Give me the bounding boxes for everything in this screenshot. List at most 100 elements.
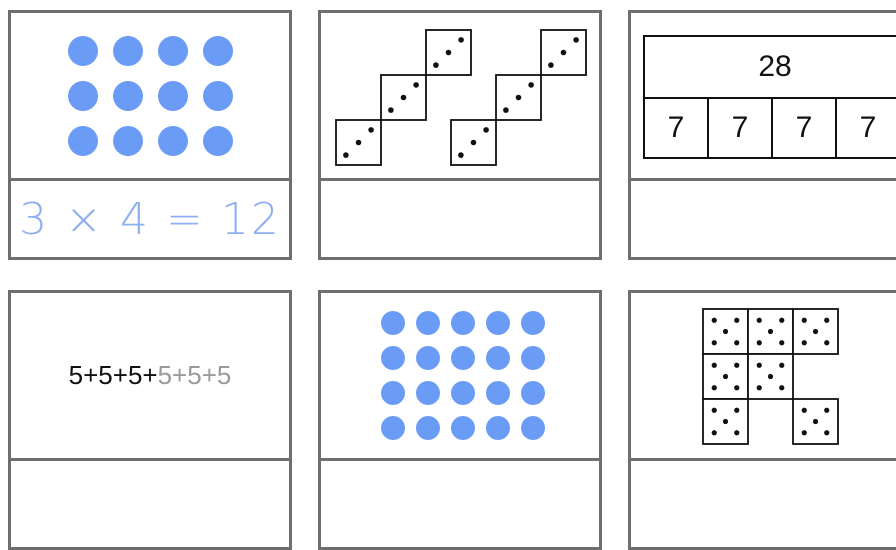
- blue-dot: [203, 36, 233, 66]
- die-pip: [802, 318, 807, 323]
- die-pip: [757, 340, 762, 345]
- bar-model-part: 7: [643, 97, 709, 159]
- die-pip: [561, 50, 567, 56]
- die-pip: [824, 408, 829, 413]
- die-pip: [813, 329, 818, 334]
- die-face: [451, 120, 496, 165]
- die-face: [541, 30, 586, 75]
- dot-array-3x4: [11, 13, 289, 178]
- die-pip: [712, 430, 717, 435]
- die-pip: [458, 152, 464, 158]
- answer-area: [321, 181, 599, 257]
- blue-dot: [521, 416, 545, 440]
- expression-faded-part: 5+5+5: [158, 360, 232, 390]
- die-pip: [368, 127, 374, 133]
- die-pip: [734, 430, 739, 435]
- die-pip: [734, 318, 739, 323]
- die-pip: [446, 50, 452, 56]
- answer-area: [321, 461, 599, 537]
- blue-dot: [521, 381, 545, 405]
- blue-dot: [381, 416, 405, 440]
- die-pip: [343, 152, 349, 158]
- answer-area: [11, 461, 289, 537]
- dice-staircase-picture: [321, 13, 599, 178]
- blue-dot: [451, 311, 475, 335]
- die-pip: [779, 385, 784, 390]
- blue-dot: [416, 381, 440, 405]
- die-face: [703, 354, 748, 399]
- blue-dot: [486, 346, 510, 370]
- blue-dot: [521, 311, 545, 335]
- die-pip: [723, 374, 728, 379]
- die-pip: [768, 374, 773, 379]
- die-pip: [813, 419, 818, 424]
- die-pip: [712, 408, 717, 413]
- die-pip: [433, 62, 439, 68]
- card-dot-array-4x5: [318, 290, 602, 550]
- dice-grid-picture: [631, 293, 896, 458]
- die-pip: [388, 107, 394, 113]
- blue-dot: [68, 126, 98, 156]
- blue-dot: [158, 126, 188, 156]
- repeated-addition-expression: 5+5+5+5+5+5: [69, 360, 232, 391]
- die-face: [748, 309, 793, 354]
- die-pip: [573, 37, 579, 43]
- die-pip: [723, 419, 728, 424]
- die-pip: [471, 140, 477, 146]
- blue-dot: [486, 416, 510, 440]
- die-pip: [757, 385, 762, 390]
- die-pip: [802, 408, 807, 413]
- die-pip: [548, 62, 554, 68]
- die-face: [703, 399, 748, 444]
- blue-dot: [203, 81, 233, 111]
- blue-dot: [158, 36, 188, 66]
- die-pip: [734, 385, 739, 390]
- die-pip: [712, 363, 717, 368]
- blue-dot: [381, 346, 405, 370]
- die-pip: [458, 37, 464, 43]
- die-pip: [734, 340, 739, 345]
- bar-model-part: 7: [835, 97, 896, 159]
- die-pip: [824, 430, 829, 435]
- die-pip: [483, 127, 489, 133]
- die-pip: [824, 340, 829, 345]
- die-pip: [757, 363, 762, 368]
- expression-area: 5+5+5+5+5+5: [11, 293, 289, 458]
- die-pip: [712, 385, 717, 390]
- blue-dot: [68, 36, 98, 66]
- blue-dot: [451, 346, 475, 370]
- blue-dot: [113, 36, 143, 66]
- blue-dot: [451, 381, 475, 405]
- die-face: [426, 30, 471, 75]
- blue-dot: [416, 311, 440, 335]
- die-pip: [757, 318, 762, 323]
- card-dot-array-3x4: 3 × 4 = 12: [8, 10, 292, 260]
- bar-model-part: 7: [707, 97, 773, 159]
- blue-dot: [451, 416, 475, 440]
- blue-dot: [486, 311, 510, 335]
- die-pip: [401, 95, 407, 101]
- blue-dot: [113, 81, 143, 111]
- card-repeated-addition: 5+5+5+5+5+5: [8, 290, 292, 550]
- die-pip: [768, 329, 773, 334]
- die-pip: [413, 82, 419, 88]
- die-pip: [516, 95, 522, 101]
- blue-dot: [68, 81, 98, 111]
- blue-dot: [381, 311, 405, 335]
- die-face: [496, 75, 541, 120]
- die-face: [748, 354, 793, 399]
- card-dice-grid: [628, 290, 896, 550]
- blue-dot: [158, 81, 188, 111]
- die-pip: [802, 430, 807, 435]
- die-pip: [779, 340, 784, 345]
- blue-dot: [113, 126, 143, 156]
- die-pip: [824, 318, 829, 323]
- card-bar-model: 28 7 7 7 7: [628, 10, 896, 260]
- die-pip: [734, 363, 739, 368]
- die-face: [381, 75, 426, 120]
- die-pip: [712, 318, 717, 323]
- die-face: [793, 399, 838, 444]
- die-pip: [528, 82, 534, 88]
- answer-area: [631, 461, 896, 537]
- die-pip: [723, 329, 728, 334]
